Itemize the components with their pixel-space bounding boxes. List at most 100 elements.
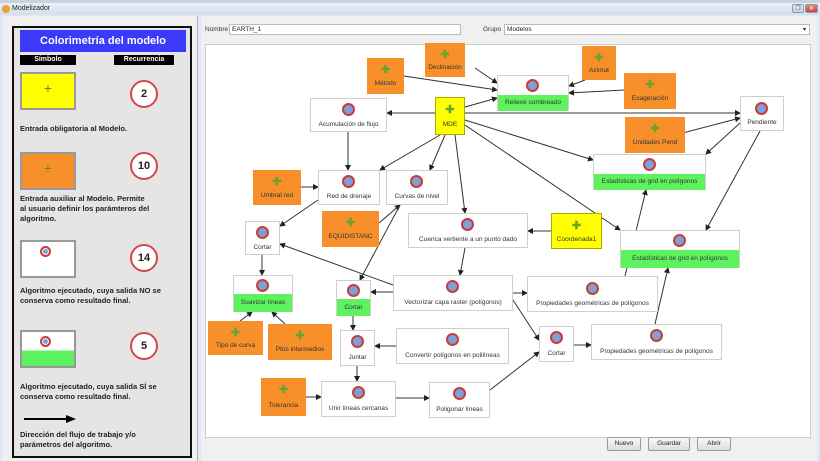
- node-curvas-nivel[interactable]: Curvas de nivel: [386, 170, 448, 205]
- node-cortar-1[interactable]: Cortar: [245, 221, 280, 255]
- algorithm-icon: [40, 336, 51, 347]
- legend-desc-algorithm-kept: Algoritmo ejecutado, cuya salida SÍ se c…: [20, 382, 157, 401]
- node-convertir-poligonos[interactable]: Convertir polígonos en polilíneas: [396, 328, 509, 364]
- algorithm-icon: [585, 282, 599, 295]
- legend-count-auxiliary: 10: [130, 152, 158, 180]
- node-cortar-3[interactable]: Cortar: [539, 326, 574, 362]
- group-select[interactable]: Modelos ▾: [504, 24, 810, 35]
- group-label: Grupo: [483, 26, 502, 33]
- node-unir-lineas[interactable]: Unir líneas cercanas: [321, 381, 396, 417]
- plus-icon: ✚: [571, 220, 582, 232]
- node-relieve-sombreado[interactable]: Relieve sombreado: [497, 75, 569, 111]
- node-juntar[interactable]: Juntar: [340, 330, 375, 366]
- algorithm-icon: [256, 279, 269, 292]
- node-ptos-intermedios[interactable]: ✚Ptos intermedios: [268, 324, 332, 360]
- algorithm-icon: [255, 226, 269, 239]
- algorithm-icon: [350, 335, 364, 348]
- node-acumulacion-flujo[interactable]: Acumulación de flujo: [310, 98, 387, 132]
- plus-icon: ✚: [594, 52, 604, 64]
- app-icon: [2, 5, 10, 13]
- group-value: Modelos: [507, 26, 532, 33]
- node-tolerancia[interactable]: ✚Tolerancia: [261, 378, 306, 416]
- plus-icon: ✚: [230, 327, 241, 339]
- node-umbral-red[interactable]: ✚Umbral red: [253, 170, 301, 205]
- node-azimut[interactable]: ✚Azimut: [582, 46, 616, 80]
- algorithm-icon: [40, 246, 51, 257]
- plus-icon: ✚: [345, 217, 356, 229]
- legend-count-mandatory: 2: [130, 80, 158, 108]
- node-estadisticas-grid-1[interactable]: Estadísticas de grid en polígonos: [593, 154, 706, 190]
- guardar-button[interactable]: Guardar: [648, 437, 690, 451]
- chevron-down-icon: ▾: [802, 27, 806, 33]
- plus-icon: ✚: [650, 123, 660, 135]
- node-unidades-pend[interactable]: ✚Unidades Pend: [625, 117, 685, 153]
- node-estadisticas-grid-2[interactable]: Estadísticas de grid en polígonos: [620, 230, 740, 268]
- node-propiedades-geometricas-1[interactable]: Propiedades geométricas de polígonos: [527, 276, 658, 312]
- node-metodo[interactable]: ✚Método: [367, 58, 404, 94]
- legend-title: Colorimetría del modelo: [20, 30, 186, 52]
- name-label: Nombre: [205, 26, 229, 33]
- node-propiedades-geometricas-2[interactable]: Propiedades geométricas de polígonos: [591, 324, 722, 360]
- legend-header-recurrence: Recurrencia: [114, 55, 174, 65]
- plus-icon: ✚: [380, 64, 391, 76]
- algorithm-icon: [446, 280, 459, 293]
- algorithm-icon: [445, 333, 459, 346]
- close-button[interactable]: ✕: [805, 4, 818, 13]
- legend-symbol-auxiliary: +: [20, 152, 76, 190]
- legend-panel: Colorimetría del modelo Símbolo Recurren…: [12, 26, 192, 458]
- algorithm-icon: [341, 103, 355, 116]
- legend-symbol-algorithm-kept: [20, 330, 76, 368]
- node-mde[interactable]: ✚MDE: [435, 97, 465, 135]
- restore-icon: ❐: [795, 6, 801, 12]
- restore-button[interactable]: ❐: [792, 4, 804, 13]
- algorithm-icon: [649, 329, 663, 342]
- node-red-drenaje[interactable]: Red de drenaje: [318, 170, 380, 205]
- node-declinacion[interactable]: ✚Declinación: [425, 43, 465, 77]
- legend-desc-auxiliary: Entrada auxiliar al Modelo. Permite al u…: [20, 194, 150, 223]
- algorithm-icon: [351, 386, 365, 399]
- algorithm-icon: [673, 234, 686, 247]
- legend-symbol-mandatory: +: [20, 72, 76, 110]
- algorithm-icon: [549, 331, 563, 344]
- arrow-icon: [24, 415, 76, 423]
- algorithm-icon: [526, 79, 539, 92]
- name-input[interactable]: EARTH_1: [229, 24, 461, 35]
- window-title: Modelizador: [12, 5, 51, 12]
- node-poligonar-lineas[interactable]: Poligonar líneas: [429, 382, 490, 418]
- legend-header-symbol: Símbolo: [20, 55, 76, 65]
- nuevo-button[interactable]: Nuevo: [607, 437, 641, 451]
- node-tipo-curva[interactable]: ✚Tipo de curva: [208, 321, 263, 355]
- algorithm-icon: [342, 175, 355, 188]
- plus-icon: +: [43, 160, 53, 176]
- node-coordenada1[interactable]: ✚Coordenada1: [551, 213, 602, 249]
- legend-desc-arrow: Dirección del flujo de trabajo y/o parám…: [20, 430, 136, 449]
- plus-icon: ✚: [645, 79, 655, 91]
- node-cortar-2[interactable]: Cortar: [336, 280, 371, 316]
- legend-count-algorithm-kept: 5: [130, 332, 158, 360]
- close-icon: ✕: [808, 6, 815, 12]
- algorithm-icon: [452, 387, 466, 400]
- algorithm-icon: [346, 284, 360, 297]
- node-suavizar-lineas[interactable]: Suavizar líneas: [233, 275, 293, 312]
- algorithm-icon: [461, 218, 474, 231]
- legend-count-algorithm-not-kept: 14: [130, 244, 158, 272]
- node-cuenca-vertiente[interactable]: Cuenca vertiente a un punto dado: [408, 213, 528, 248]
- algorithm-icon: [755, 102, 768, 115]
- algorithm-icon: [410, 175, 423, 188]
- node-vectorizar-raster[interactable]: Vectorizar capa raster (polígonos): [393, 275, 513, 311]
- legend-symbol-algorithm-not-kept: [20, 240, 76, 278]
- abrir-button[interactable]: Abrir: [697, 437, 731, 451]
- title-bar: Modelizador: [0, 3, 820, 15]
- node-equidistanc[interactable]: ✚EQUIDISTANC: [322, 211, 379, 247]
- legend-desc-mandatory: Entrada obligatoria al Modelo.: [20, 124, 128, 133]
- node-pendiente[interactable]: Pendiente: [740, 96, 784, 131]
- plus-icon: ✚: [278, 384, 289, 396]
- plus-icon: ✚: [272, 176, 282, 188]
- plus-icon: +: [43, 80, 53, 96]
- node-exageracion[interactable]: ✚Exageración: [624, 73, 676, 109]
- plus-icon: ✚: [440, 49, 450, 61]
- plus-icon: ✚: [295, 330, 305, 342]
- algorithm-icon: [642, 158, 656, 171]
- plus-icon: ✚: [445, 104, 455, 116]
- legend-desc-algorithm-not-kept: Algoritmo ejecutado, cuya salida NO se c…: [20, 286, 161, 305]
